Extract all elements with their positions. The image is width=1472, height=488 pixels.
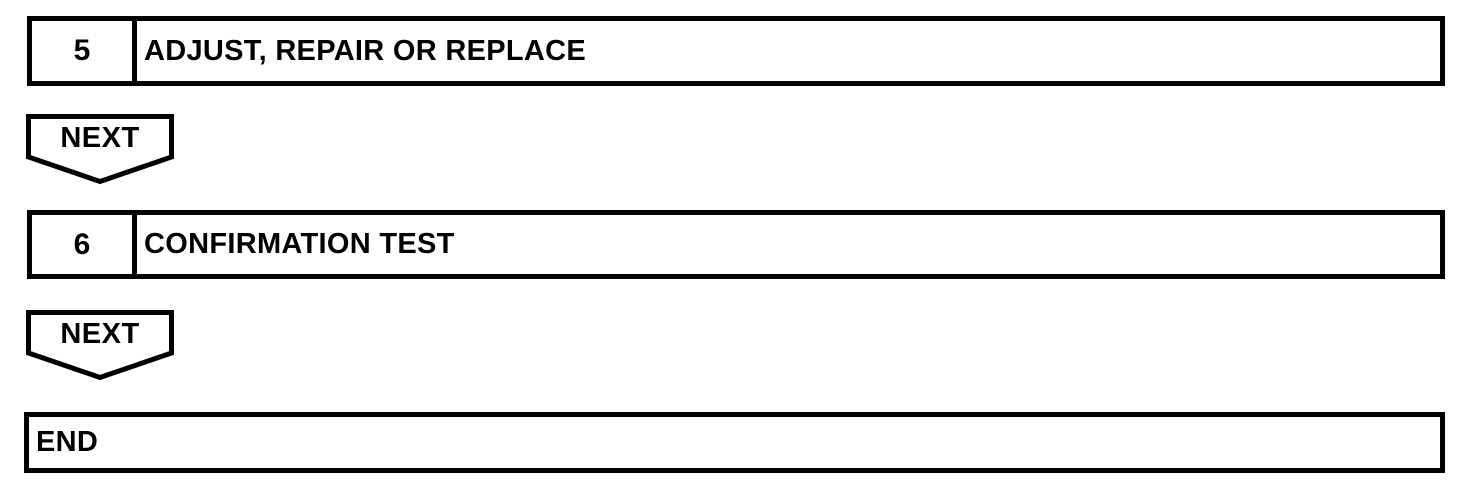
end-label: END bbox=[36, 426, 99, 458]
end-box: END bbox=[24, 412, 1445, 473]
next-label: NEXT bbox=[60, 317, 140, 350]
next-label: NEXT bbox=[60, 121, 140, 154]
step-label: CONFIRMATION TEST bbox=[144, 228, 455, 260]
next-connector-1: NEXT bbox=[26, 114, 174, 186]
next-connector-2: NEXT bbox=[26, 310, 174, 382]
step-box-6: 6 CONFIRMATION TEST bbox=[27, 210, 1445, 279]
step-label: ADJUST, REPAIR OR REPLACE bbox=[144, 34, 587, 67]
step-number: 6 bbox=[32, 215, 137, 274]
next-arrow-shape bbox=[26, 310, 174, 381]
step-number: 5 bbox=[32, 21, 137, 81]
next-arrow-shape bbox=[26, 114, 174, 185]
step-box-5: 5 ADJUST, REPAIR OR REPLACE bbox=[27, 16, 1445, 86]
